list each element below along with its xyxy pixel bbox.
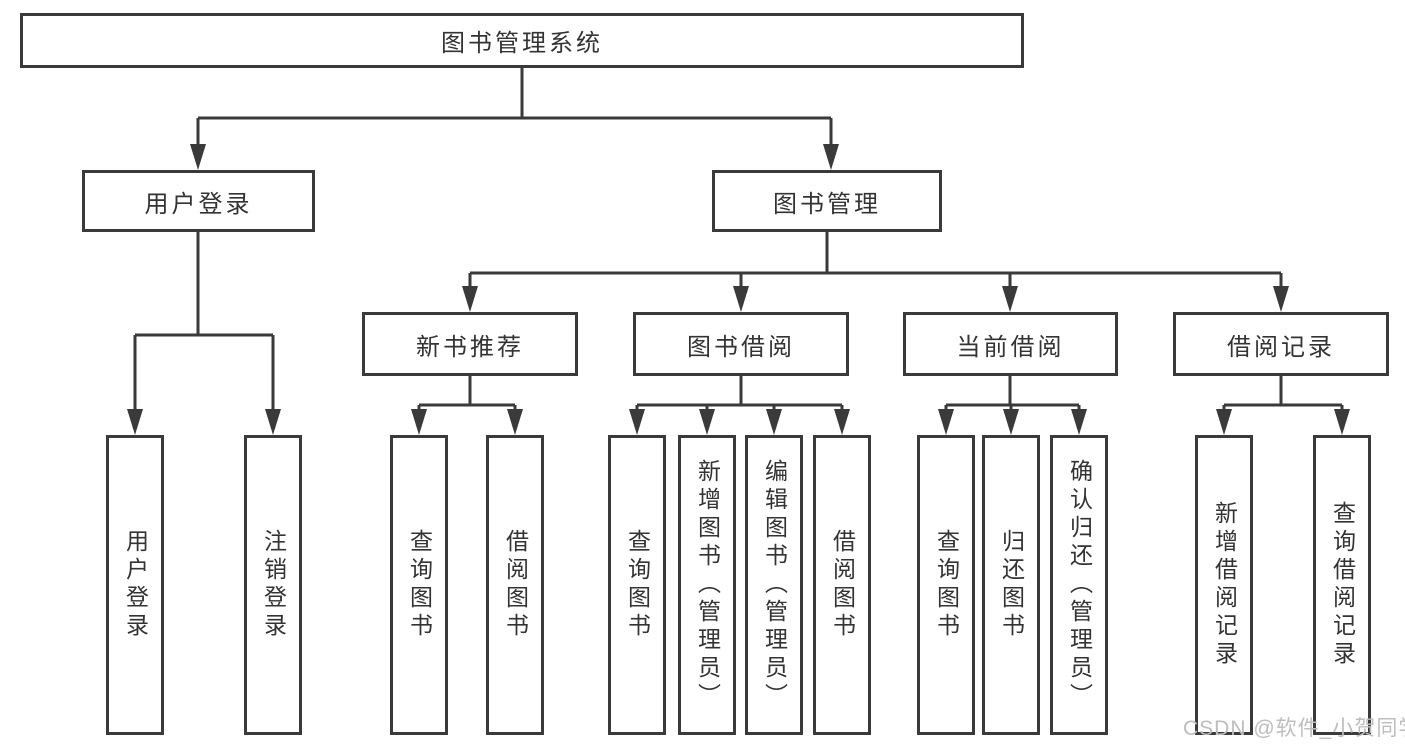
node-borrowing-records: 借阅记录 <box>1173 312 1389 376</box>
node-current-borrowing: 当前借阅 <box>903 312 1118 376</box>
node-book-management: 图书管理 <box>712 170 942 232</box>
leaf-user-login: 用户登录 <box>106 435 164 735</box>
node-user-login: 用户登录 <box>82 170 315 232</box>
leaf-return-books: 归还图书 <box>982 435 1040 735</box>
leaf-add-books-admin: 新增图书（管理员） <box>678 435 736 735</box>
watermark: CSDN @软件_小贺同学 <box>1183 717 1405 740</box>
leaf-query-books-current: 查询图书 <box>917 435 975 735</box>
node-book-borrowing: 图书借阅 <box>633 312 849 376</box>
node-new-book-recommendation: 新书推荐 <box>362 312 578 376</box>
leaf-borrow-books-recommendation: 借阅图书 <box>486 435 544 735</box>
leaf-add-borrow-record: 新增借阅记录 <box>1195 435 1253 735</box>
leaf-query-borrow-record: 查询借阅记录 <box>1313 435 1371 735</box>
node-library-management-system: 图书管理系统 <box>20 13 1024 68</box>
leaf-borrow-books-borrowing: 借阅图书 <box>813 435 871 735</box>
arrowheads <box>127 144 1350 435</box>
leaf-query-books-recommendation: 查询图书 <box>390 435 448 735</box>
leaf-query-books-borrowing: 查询图书 <box>608 435 666 735</box>
leaf-logout-login: 注销登录 <box>244 435 302 735</box>
leaf-edit-books-admin: 编辑图书（管理员） <box>745 435 803 735</box>
leaf-confirm-return-admin: 确认归还（管理员） <box>1050 435 1108 735</box>
